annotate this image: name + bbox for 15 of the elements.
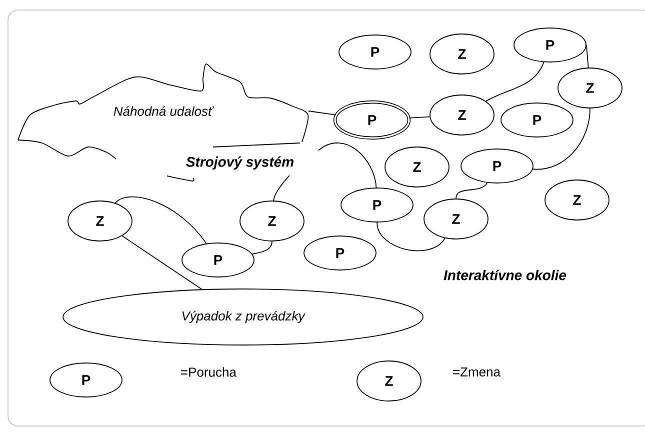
legend-text: =Porucha xyxy=(181,367,236,377)
connector-line xyxy=(485,62,544,102)
region-label: Strojový systém xyxy=(186,156,294,170)
connector-line xyxy=(376,222,446,252)
connector-line xyxy=(532,108,590,170)
connector-line xyxy=(114,196,207,244)
connector-line xyxy=(408,116,430,118)
connector-line xyxy=(318,142,377,188)
connector-line xyxy=(456,182,488,199)
connector-line xyxy=(586,44,589,68)
region-label: Interaktívne okolie xyxy=(444,270,566,280)
connector-line xyxy=(252,241,272,254)
connector-line xyxy=(273,175,290,202)
connector-line xyxy=(308,110,337,116)
legend-text: =Zmena xyxy=(453,367,500,377)
